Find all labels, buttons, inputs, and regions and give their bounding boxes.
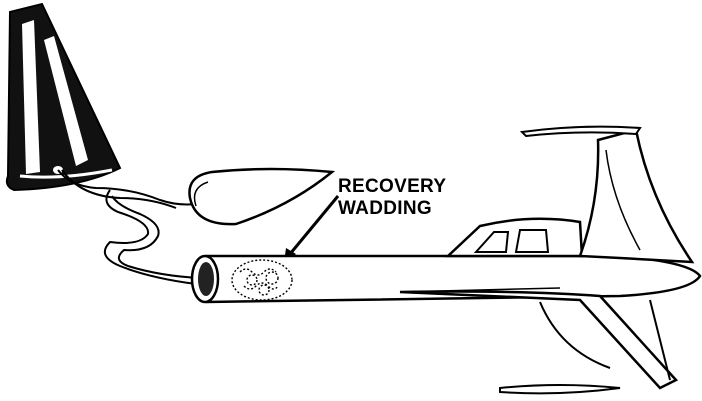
callout-leader [284,196,338,262]
recovery-wadding-label-line2: WADDING [338,198,446,220]
canopy [448,219,582,256]
nose-cone [189,169,332,224]
recovery-wadding-label: RECOVERY WADDING [338,176,446,220]
recovery-wadding-label-line1: RECOVERY [338,176,446,198]
shock-cord [58,170,200,284]
parachute-streamer [7,4,120,190]
lower-fin [400,292,676,394]
